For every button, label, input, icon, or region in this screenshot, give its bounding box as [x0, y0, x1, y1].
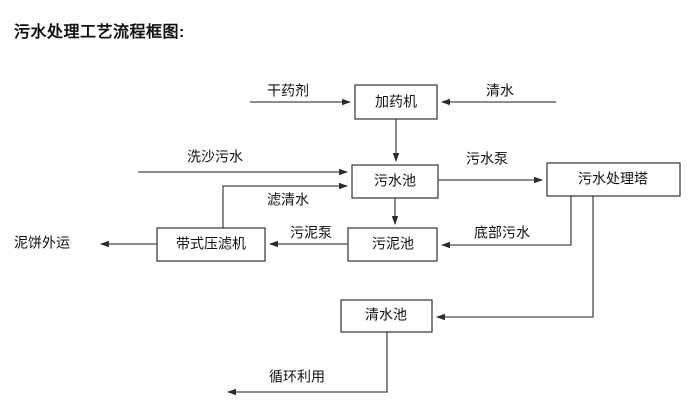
node-dosing-machine-box[interactable]	[354, 84, 438, 120]
node-treatment-tower[interactable]: 污水处理塔	[546, 162, 681, 197]
edge-label-sand-wash-water: 洗沙污水	[187, 149, 243, 165]
node-belt-filter-press-box[interactable]	[156, 227, 266, 262]
edge-label-wastewater-pump: 污水泵	[466, 151, 508, 167]
node-wastewater-pool-box[interactable]	[351, 164, 439, 199]
edge-treatment-tower-to-clear-water-pool	[436, 196, 594, 321]
node-sludge-pool-box[interactable]	[347, 227, 438, 262]
node-clear-water-pool-box[interactable]	[340, 299, 433, 333]
node-clear-water-pool-label: 清水池	[365, 307, 407, 323]
page-title: 污水处理工艺流程框图:	[14, 24, 185, 41]
edge-label-sludge-pump: 污泥泵	[290, 225, 332, 241]
node-treatment-tower-label: 污水处理塔	[578, 171, 648, 187]
node-belt-filter-press[interactable]: 带式压滤机	[156, 227, 266, 262]
edge-label-bottom-sewage: 底部污水	[474, 225, 530, 241]
edge-label-clean-water: 清水	[486, 83, 514, 99]
edge-label-recycle-reuse: 循环利用	[269, 369, 325, 385]
edge-label-dry-reagent: 干药剂	[267, 83, 309, 99]
edge-clear-water-pool-to-recycle	[227, 332, 388, 396]
node-treatment-tower-box[interactable]	[546, 162, 681, 197]
node-sludge-pool[interactable]: 污泥池	[347, 227, 438, 262]
node-wastewater-pool-label: 污水池	[374, 173, 416, 189]
node-dosing-machine[interactable]: 加药机	[354, 84, 438, 120]
edge-label-filtered-water: 滤清水	[267, 192, 309, 208]
terminal-label-mud-cake-out: 泥饼外运	[14, 235, 70, 251]
node-sludge-pool-label: 污泥池	[372, 236, 414, 252]
node-dosing-machine-label: 加药机	[375, 94, 417, 110]
edge-treatment-tower-to-sludge-pool	[441, 196, 572, 249]
edge-belt-filter-press-to-wastewater-pool	[222, 182, 348, 228]
node-wastewater-pool[interactable]: 污水池	[351, 164, 439, 199]
node-belt-filter-press-label: 带式压滤机	[176, 236, 246, 252]
node-clear-water-pool[interactable]: 清水池	[340, 299, 433, 333]
